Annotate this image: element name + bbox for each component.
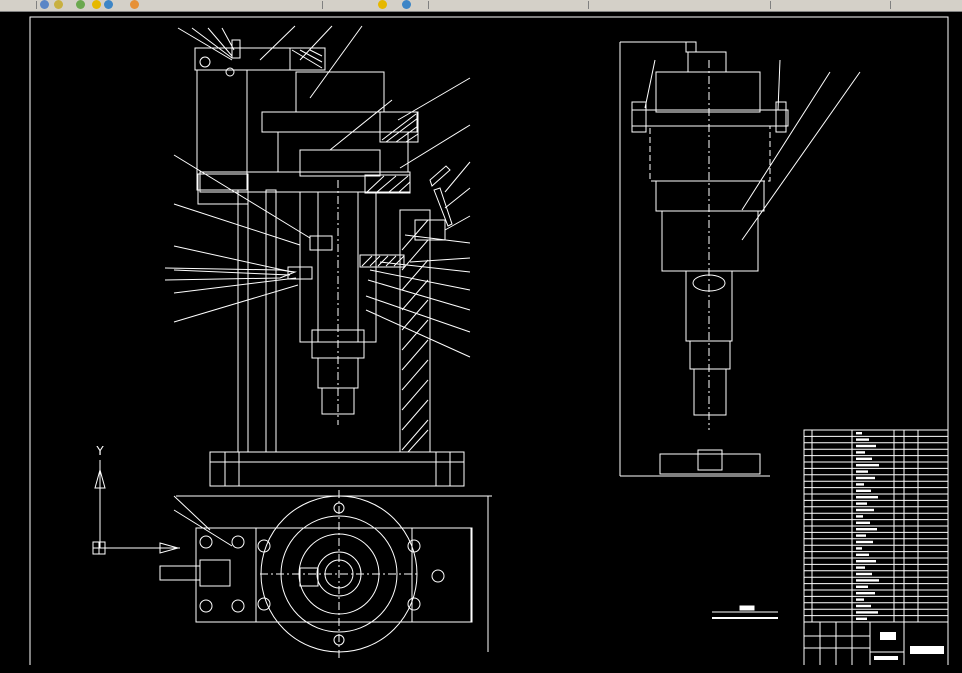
- sun-icon[interactable]: [130, 0, 139, 9]
- table-row-text: [856, 489, 871, 492]
- table-row-text: [856, 502, 867, 505]
- toolbar-separator: [588, 1, 589, 9]
- tech-requirements: [712, 605, 778, 619]
- toolbar-separator: [36, 1, 37, 9]
- side-view: [619, 41, 861, 477]
- parts-list-table: [803, 429, 949, 665]
- table-row-text: [856, 617, 867, 620]
- top-view: [159, 490, 492, 660]
- properties-icon[interactable]: [92, 0, 101, 9]
- table-row-text: [856, 438, 869, 441]
- color-icon[interactable]: [76, 0, 85, 9]
- table-row-text: [856, 508, 874, 512]
- toolbar: [0, 0, 962, 12]
- toolbar-separator: [770, 1, 771, 9]
- table-row-text: [856, 470, 868, 473]
- table-row-text: [856, 572, 872, 576]
- status-bar: [0, 665, 962, 673]
- front-view: [164, 25, 471, 487]
- table-row-text: [856, 611, 878, 614]
- table-row-text: [856, 496, 878, 499]
- table-row-text: [856, 515, 863, 518]
- table-row-text: [856, 457, 872, 460]
- zoom-icon[interactable]: [378, 0, 387, 9]
- drawing-frame: [29, 16, 949, 665]
- toolbar-separator: [322, 1, 323, 9]
- ucs-icon: [92, 460, 180, 555]
- table-row-text: [856, 444, 876, 448]
- table-row-text: [856, 553, 869, 556]
- toolbar-separator: [428, 1, 429, 9]
- table-row-text: [856, 483, 864, 486]
- layer-icon[interactable]: [54, 0, 63, 9]
- table-row-text: [856, 598, 864, 601]
- table-row-text: [856, 540, 873, 544]
- toolbar-separator: [890, 1, 891, 9]
- title-block-marks: [856, 432, 944, 660]
- table-row-text: [856, 521, 870, 524]
- table-row-text: [856, 579, 879, 582]
- pan-icon[interactable]: [402, 0, 411, 9]
- table-row-text: [856, 534, 866, 537]
- y-axis-label: Y: [95, 444, 104, 458]
- table-row-text: [856, 566, 865, 569]
- table-row-text: [856, 464, 879, 467]
- table-row-text: [856, 604, 871, 608]
- nav-icon[interactable]: [40, 0, 49, 9]
- table-row-text: [856, 476, 875, 480]
- drawing-canvas[interactable]: Y: [0, 11, 962, 665]
- table-row-text: [856, 560, 876, 563]
- help-icon[interactable]: [104, 0, 113, 9]
- table-row-text: [856, 528, 877, 531]
- table-row-text: [856, 547, 862, 550]
- table-row-text: [856, 451, 865, 454]
- table-row-text: [856, 592, 875, 595]
- table-row-text: [856, 432, 862, 435]
- table-row-text: [856, 585, 868, 588]
